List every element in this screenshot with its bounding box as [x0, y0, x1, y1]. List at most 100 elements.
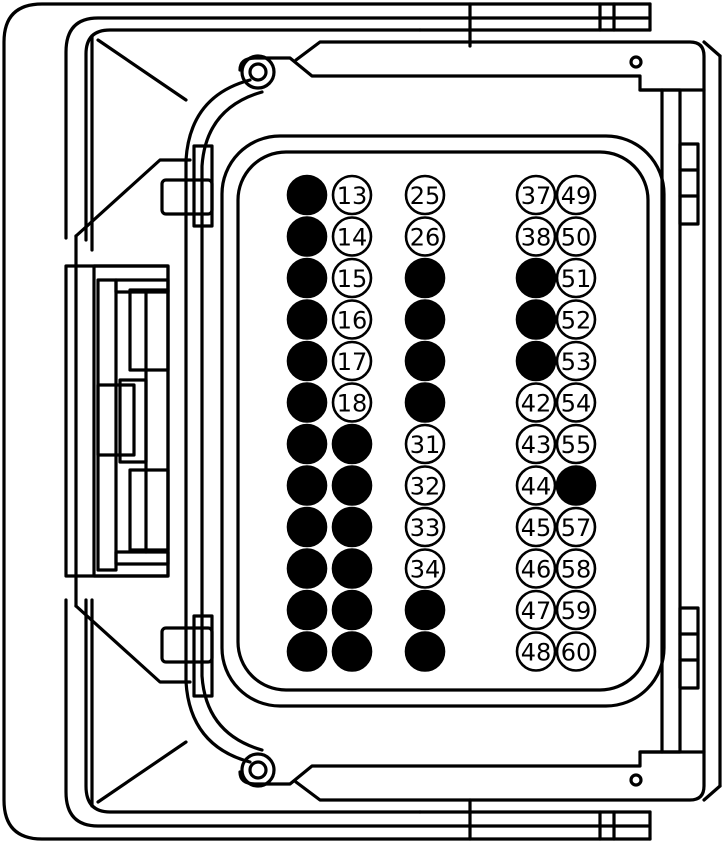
pin-label: 52: [561, 307, 592, 335]
pin-circle: [331, 340, 373, 382]
pin-circle: [404, 423, 446, 465]
pin-filled: [331, 506, 373, 548]
pin-label: 33: [410, 514, 441, 542]
pin-filled-dot: [286, 506, 328, 548]
pin-filled: [286, 589, 328, 631]
pin-57: 57: [555, 506, 597, 548]
pin-filled-dot: [286, 299, 328, 340]
pin-filled-dot: [404, 382, 446, 423]
pin-label: 42: [521, 390, 552, 418]
pin-filled-dot: [515, 257, 557, 299]
pin-filled: [286, 216, 328, 257]
pin-label: 58: [561, 556, 592, 584]
pin-filled-dot: [331, 631, 373, 672]
pin-filled-dot: [404, 299, 446, 340]
pin-filled: [286, 423, 328, 465]
pin-circle: [515, 548, 557, 589]
pin-filled: [404, 340, 446, 382]
pin-filled: [555, 465, 597, 506]
pin-label: 38: [521, 224, 552, 252]
right-guide-rails: [629, 55, 700, 787]
pin-53: 53: [555, 340, 597, 382]
pin-circle: [331, 299, 373, 340]
pin-52: 52: [555, 299, 597, 340]
pin-label: 50: [561, 224, 592, 252]
pin-filled: [331, 548, 373, 589]
pin-label: 14: [337, 224, 368, 252]
pin-circle: [555, 423, 597, 465]
pin-43: 43: [515, 423, 557, 465]
pin-48: 48: [515, 631, 557, 672]
pin-filled: [286, 257, 328, 299]
pin-filled: [331, 423, 373, 465]
pin-filled-dot: [286, 423, 328, 465]
pin-circle: [515, 465, 557, 506]
pin-filled-dot: [331, 506, 373, 548]
pin-14: 14: [331, 216, 373, 257]
pin-filled: [286, 299, 328, 340]
pin-42: 42: [515, 382, 557, 423]
pin-circle: [555, 340, 597, 382]
pin-circle: [515, 174, 557, 216]
pin-60: 60: [555, 631, 597, 672]
pin-38: 38: [515, 216, 557, 257]
pin-37: 37: [515, 174, 557, 216]
pin-filled: [515, 299, 557, 340]
pin-46: 46: [515, 548, 557, 589]
pin-filled-dot: [286, 257, 328, 299]
pin-filled: [404, 257, 446, 299]
pin-circle: [515, 382, 557, 423]
pin-label: 60: [561, 639, 592, 667]
pin-circle: [404, 174, 446, 216]
pin-label: 59: [561, 597, 592, 625]
pin-17: 17: [331, 340, 373, 382]
pin-filled-dot: [331, 548, 373, 589]
pin-circle: [555, 631, 597, 672]
pin-58: 58: [555, 548, 597, 589]
pin-33: 33: [404, 506, 446, 548]
pin-circle: [515, 589, 557, 631]
pin-50: 50: [555, 216, 597, 257]
pin-label: 57: [561, 514, 592, 542]
pin-label: 37: [521, 182, 552, 210]
bottom-left-clip: [160, 614, 276, 788]
pin-label: 25: [410, 182, 441, 210]
pin-filled-dot: [331, 589, 373, 631]
pin-label: 32: [410, 473, 441, 501]
pin-47: 47: [515, 589, 557, 631]
pin-18: 18: [331, 382, 373, 423]
pin-filled-dot: [404, 257, 446, 299]
pin-filled-dot: [331, 423, 373, 465]
pin-label: 15: [337, 265, 368, 293]
pin-filled-dot: [286, 548, 328, 589]
pin-filled: [331, 589, 373, 631]
pin-49: 49: [555, 174, 597, 216]
pin-circle: [515, 506, 557, 548]
pin-filled-dot: [515, 340, 557, 382]
pin-circle: [555, 299, 597, 340]
latch-frame: [74, 28, 472, 814]
pin-circle: [555, 216, 597, 257]
pin-field-frame: [220, 134, 666, 708]
pin-circle: [555, 548, 597, 589]
pin-label: 43: [521, 431, 552, 459]
left-latch-assembly: [64, 264, 170, 578]
pin-55: 55: [555, 423, 597, 465]
pin-filled-dot: [404, 589, 446, 631]
inner-shell-outline: [64, 2, 652, 841]
pin-label: 53: [561, 348, 592, 376]
pin-16: 16: [331, 299, 373, 340]
pin-label: 18: [337, 390, 368, 418]
pin-label: 17: [337, 348, 368, 376]
pin-filled-dot: [286, 465, 328, 506]
pin-34: 34: [404, 548, 446, 589]
pin-label: 49: [561, 182, 592, 210]
pin-51: 51: [555, 257, 597, 299]
pin-filled-dot: [555, 465, 597, 506]
pin-filled: [286, 382, 328, 423]
pin-label: 48: [521, 639, 552, 667]
pin-13: 13: [331, 174, 373, 216]
pin-26: 26: [404, 216, 446, 257]
